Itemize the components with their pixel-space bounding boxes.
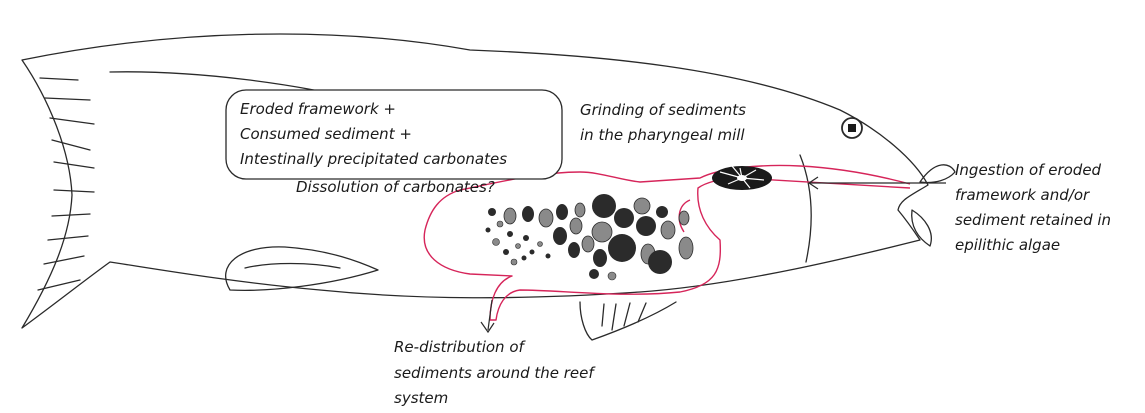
box-line-1: Eroded framework + — [240, 100, 396, 118]
redistribution-arrow — [488, 300, 492, 330]
redistribution-line-2: sediments around the reef — [394, 364, 596, 382]
redistribution-line-1: Re-distribution of — [394, 338, 526, 356]
eye-pupil — [848, 124, 856, 132]
grinding-line-2: in the pharyngeal mill — [580, 126, 745, 144]
redistribution-arrowhead — [481, 322, 494, 332]
lower-lip — [912, 210, 932, 246]
operculum-line — [800, 155, 811, 262]
ingestion-line-4: epilithic algae — [955, 236, 1060, 254]
redistribution-line-3: system — [394, 389, 448, 407]
anal-fin — [226, 247, 378, 290]
pectoral-fin — [580, 302, 676, 340]
pectoral-fin-rays — [602, 303, 646, 330]
ingestion-line-3: sediment retained in — [955, 211, 1111, 229]
ingestion-line-2: framework and/or — [955, 186, 1090, 204]
tail-fin-rays — [38, 78, 94, 290]
pharyngeal-mill-icon — [712, 166, 772, 190]
anal-fin-ray — [245, 264, 340, 269]
box-line-2: Consumed sediment + — [240, 125, 412, 143]
dissolution-label: Dissolution of carbonates? — [296, 178, 495, 196]
ingestion-line-1: Ingestion of eroded — [955, 161, 1102, 179]
box-line-3: Intestinally precipitated carbonates — [240, 150, 507, 168]
grinding-line-1: Grinding of sediments — [580, 101, 746, 119]
sediment-particles — [486, 194, 694, 280]
